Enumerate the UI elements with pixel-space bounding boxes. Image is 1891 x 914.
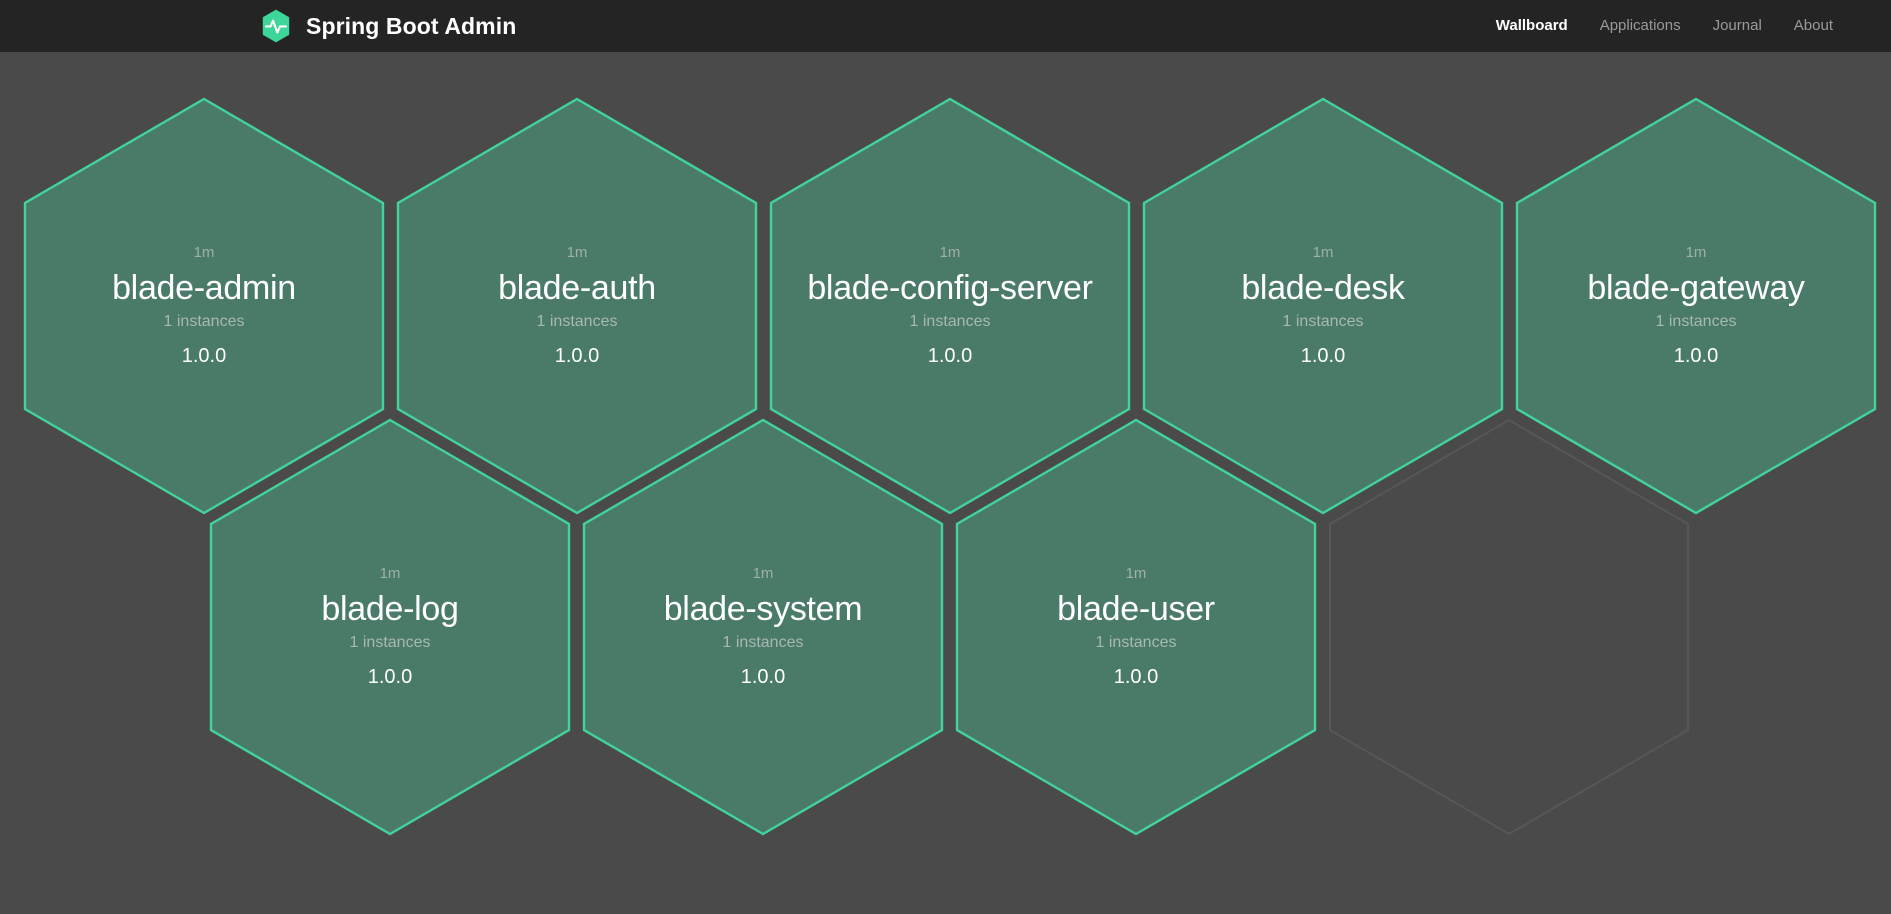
nav-link-about[interactable]: About — [1793, 17, 1833, 34]
hexagon-shape-icon — [23, 97, 385, 515]
brand-title: Spring Boot Admin — [306, 12, 517, 39]
nav-link-wallboard[interactable]: Wallboard — [1495, 17, 1568, 34]
brand-home-link[interactable]: Spring Boot Admin — [258, 8, 516, 44]
hexagon-shape-icon — [955, 418, 1317, 836]
hexagon-shape-icon — [769, 97, 1131, 515]
hexagon-shape-icon — [1142, 97, 1504, 515]
hexagon-shape-icon — [396, 97, 758, 515]
nav-link-journal[interactable]: Journal — [1712, 17, 1762, 34]
hexagon-shape-icon — [209, 418, 571, 836]
hexagon-shape-icon — [582, 418, 944, 836]
hexagon-shape-icon — [1329, 418, 1689, 836]
hexagon-shape-icon — [1515, 97, 1877, 515]
main-nav: Wallboard Applications Journal About — [1480, 0, 1833, 52]
nav-link-applications[interactable]: Applications — [1599, 17, 1681, 34]
empty-hexagon-placeholder — [1328, 418, 1690, 836]
top-navbar: Spring Boot Admin Wallboard Applications… — [0, 0, 1891, 52]
heartbeat-hexagon-logo-icon — [258, 8, 294, 44]
